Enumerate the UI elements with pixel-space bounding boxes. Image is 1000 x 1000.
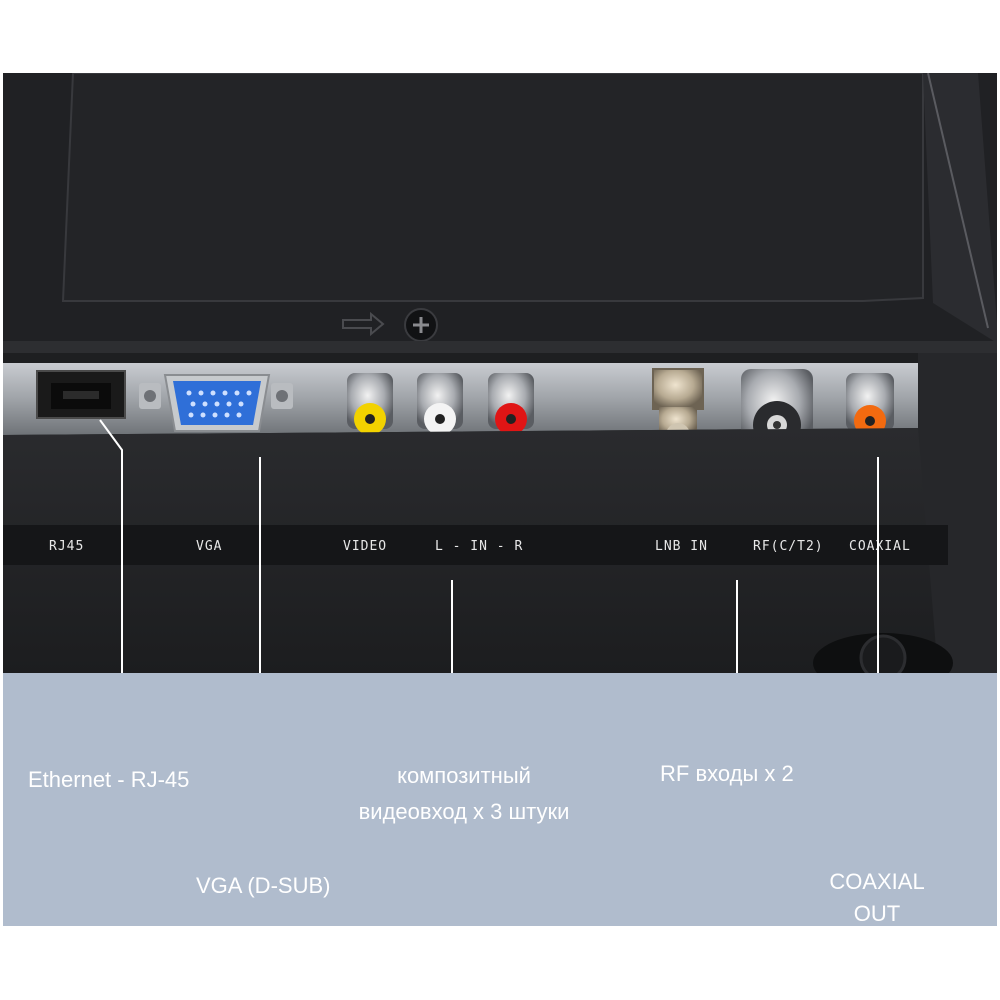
tv-rear-panel-illustration (3, 73, 997, 673)
caption-band (3, 673, 997, 926)
port-label-rj45: RJ45 (49, 539, 85, 554)
port-label-audio-in: L - IN - R (435, 539, 524, 554)
port-label-vga: VGA (196, 539, 223, 554)
rca-video-jack-icon (347, 373, 393, 435)
tv-rear-panel-photo: RJ45 VGA VIDEO L - IN - R LNB IN RF(C/T2… (3, 73, 997, 673)
caption-coaxial-line1: COAXIAL (829, 869, 925, 894)
caption-ethernet: Ethernet - RJ-45 (28, 767, 190, 792)
caption-composite-line1: композитный (397, 763, 531, 788)
caption-composite: композитный видеовход х 3 штуки (338, 758, 590, 830)
rca-audio-left-jack-icon (417, 373, 463, 435)
caption-coaxial: COAXIAL OUT (818, 866, 936, 930)
caption-vga: VGA (D-SUB) (196, 873, 331, 898)
port-label-video: VIDEO (343, 539, 388, 554)
port-label-lnb-in: LNB IN (655, 539, 708, 554)
port-label-coaxial: COAXIAL (849, 539, 911, 554)
rj45-port-icon (36, 370, 126, 419)
port-label-rf: RF(C/T2) (753, 539, 824, 554)
caption-rf: RF входы х 2 (660, 761, 794, 786)
caption-composite-line2: видеовход х 3 штуки (358, 799, 570, 824)
vga-port-icon (139, 374, 293, 432)
rca-audio-right-jack-icon (488, 373, 534, 435)
caption-coaxial-line2: OUT (853, 901, 901, 926)
leader-line-ethernet (99, 419, 123, 745)
